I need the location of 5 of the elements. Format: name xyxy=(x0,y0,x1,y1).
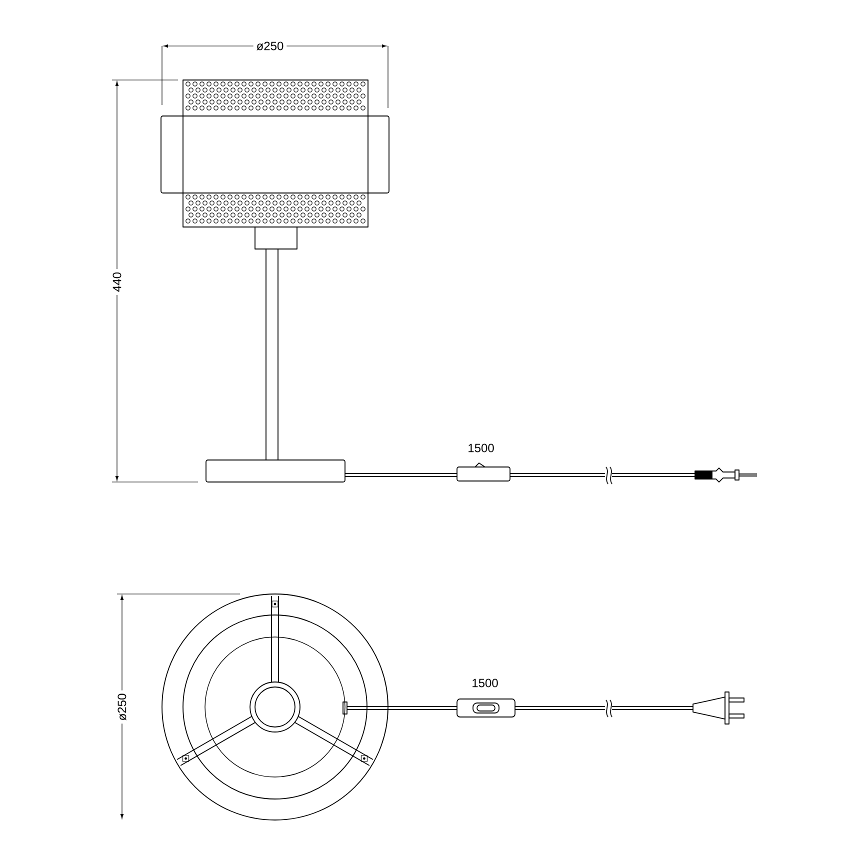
dimension-label: 1500 xyxy=(472,678,498,688)
dimension-label: ø250 xyxy=(114,690,130,724)
dimension-label: ø250 xyxy=(253,38,287,54)
dimension-label: 1500 xyxy=(468,444,494,452)
dimension-label: 440 xyxy=(110,269,124,296)
